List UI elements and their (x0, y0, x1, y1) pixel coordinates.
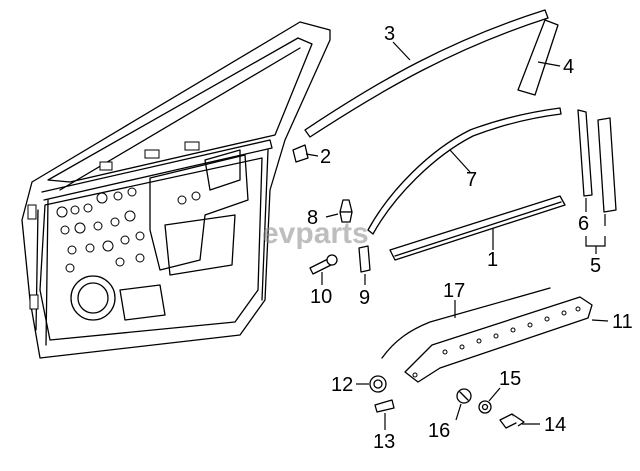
callout-10: 10 (310, 286, 332, 308)
part-1-belt-moulding (389, 195, 566, 261)
part-4-corner-moulding (517, 19, 561, 96)
callout-8: 8 (307, 207, 318, 229)
callout-12: 12 (331, 374, 353, 396)
callout-6: 6 (578, 213, 589, 235)
callout-5: 5 (590, 255, 601, 277)
callout-14: 14 (544, 414, 566, 436)
part-16-grommet (455, 388, 472, 421)
part-12-plug (356, 375, 387, 393)
part-13-clip (374, 399, 395, 430)
part-7-window-channel (367, 107, 562, 235)
part-6-pillar-garnish (577, 109, 593, 212)
callout-4: 4 (563, 56, 574, 78)
callout-17: 17 (443, 280, 465, 302)
callout-3: 3 (384, 23, 395, 45)
callout-7: 7 (466, 169, 477, 191)
door-frame-drawing (21, 21, 331, 359)
callout-13: 13 (373, 431, 395, 453)
callout-1: 1 (487, 249, 498, 271)
callout-11: 11 (612, 311, 633, 333)
part-5-pillar-cover (585, 117, 617, 254)
watermark-logo: evparts (262, 217, 369, 250)
part-2-clip (292, 144, 319, 163)
callout-2: 2 (320, 146, 331, 168)
part-9-garnish (358, 245, 371, 285)
callout-16: 16 (428, 420, 450, 442)
part-3-upper-moulding (304, 9, 549, 138)
part-15-washer (478, 387, 501, 414)
callout-9: 9 (359, 287, 370, 309)
part-8-clip (325, 199, 353, 223)
part-11-rocker-moulding (404, 296, 609, 383)
part-17-weatherstrip (381, 287, 551, 359)
part-14-bolt (499, 413, 540, 429)
part-10-screw (309, 254, 338, 285)
callout-15: 15 (499, 368, 521, 390)
